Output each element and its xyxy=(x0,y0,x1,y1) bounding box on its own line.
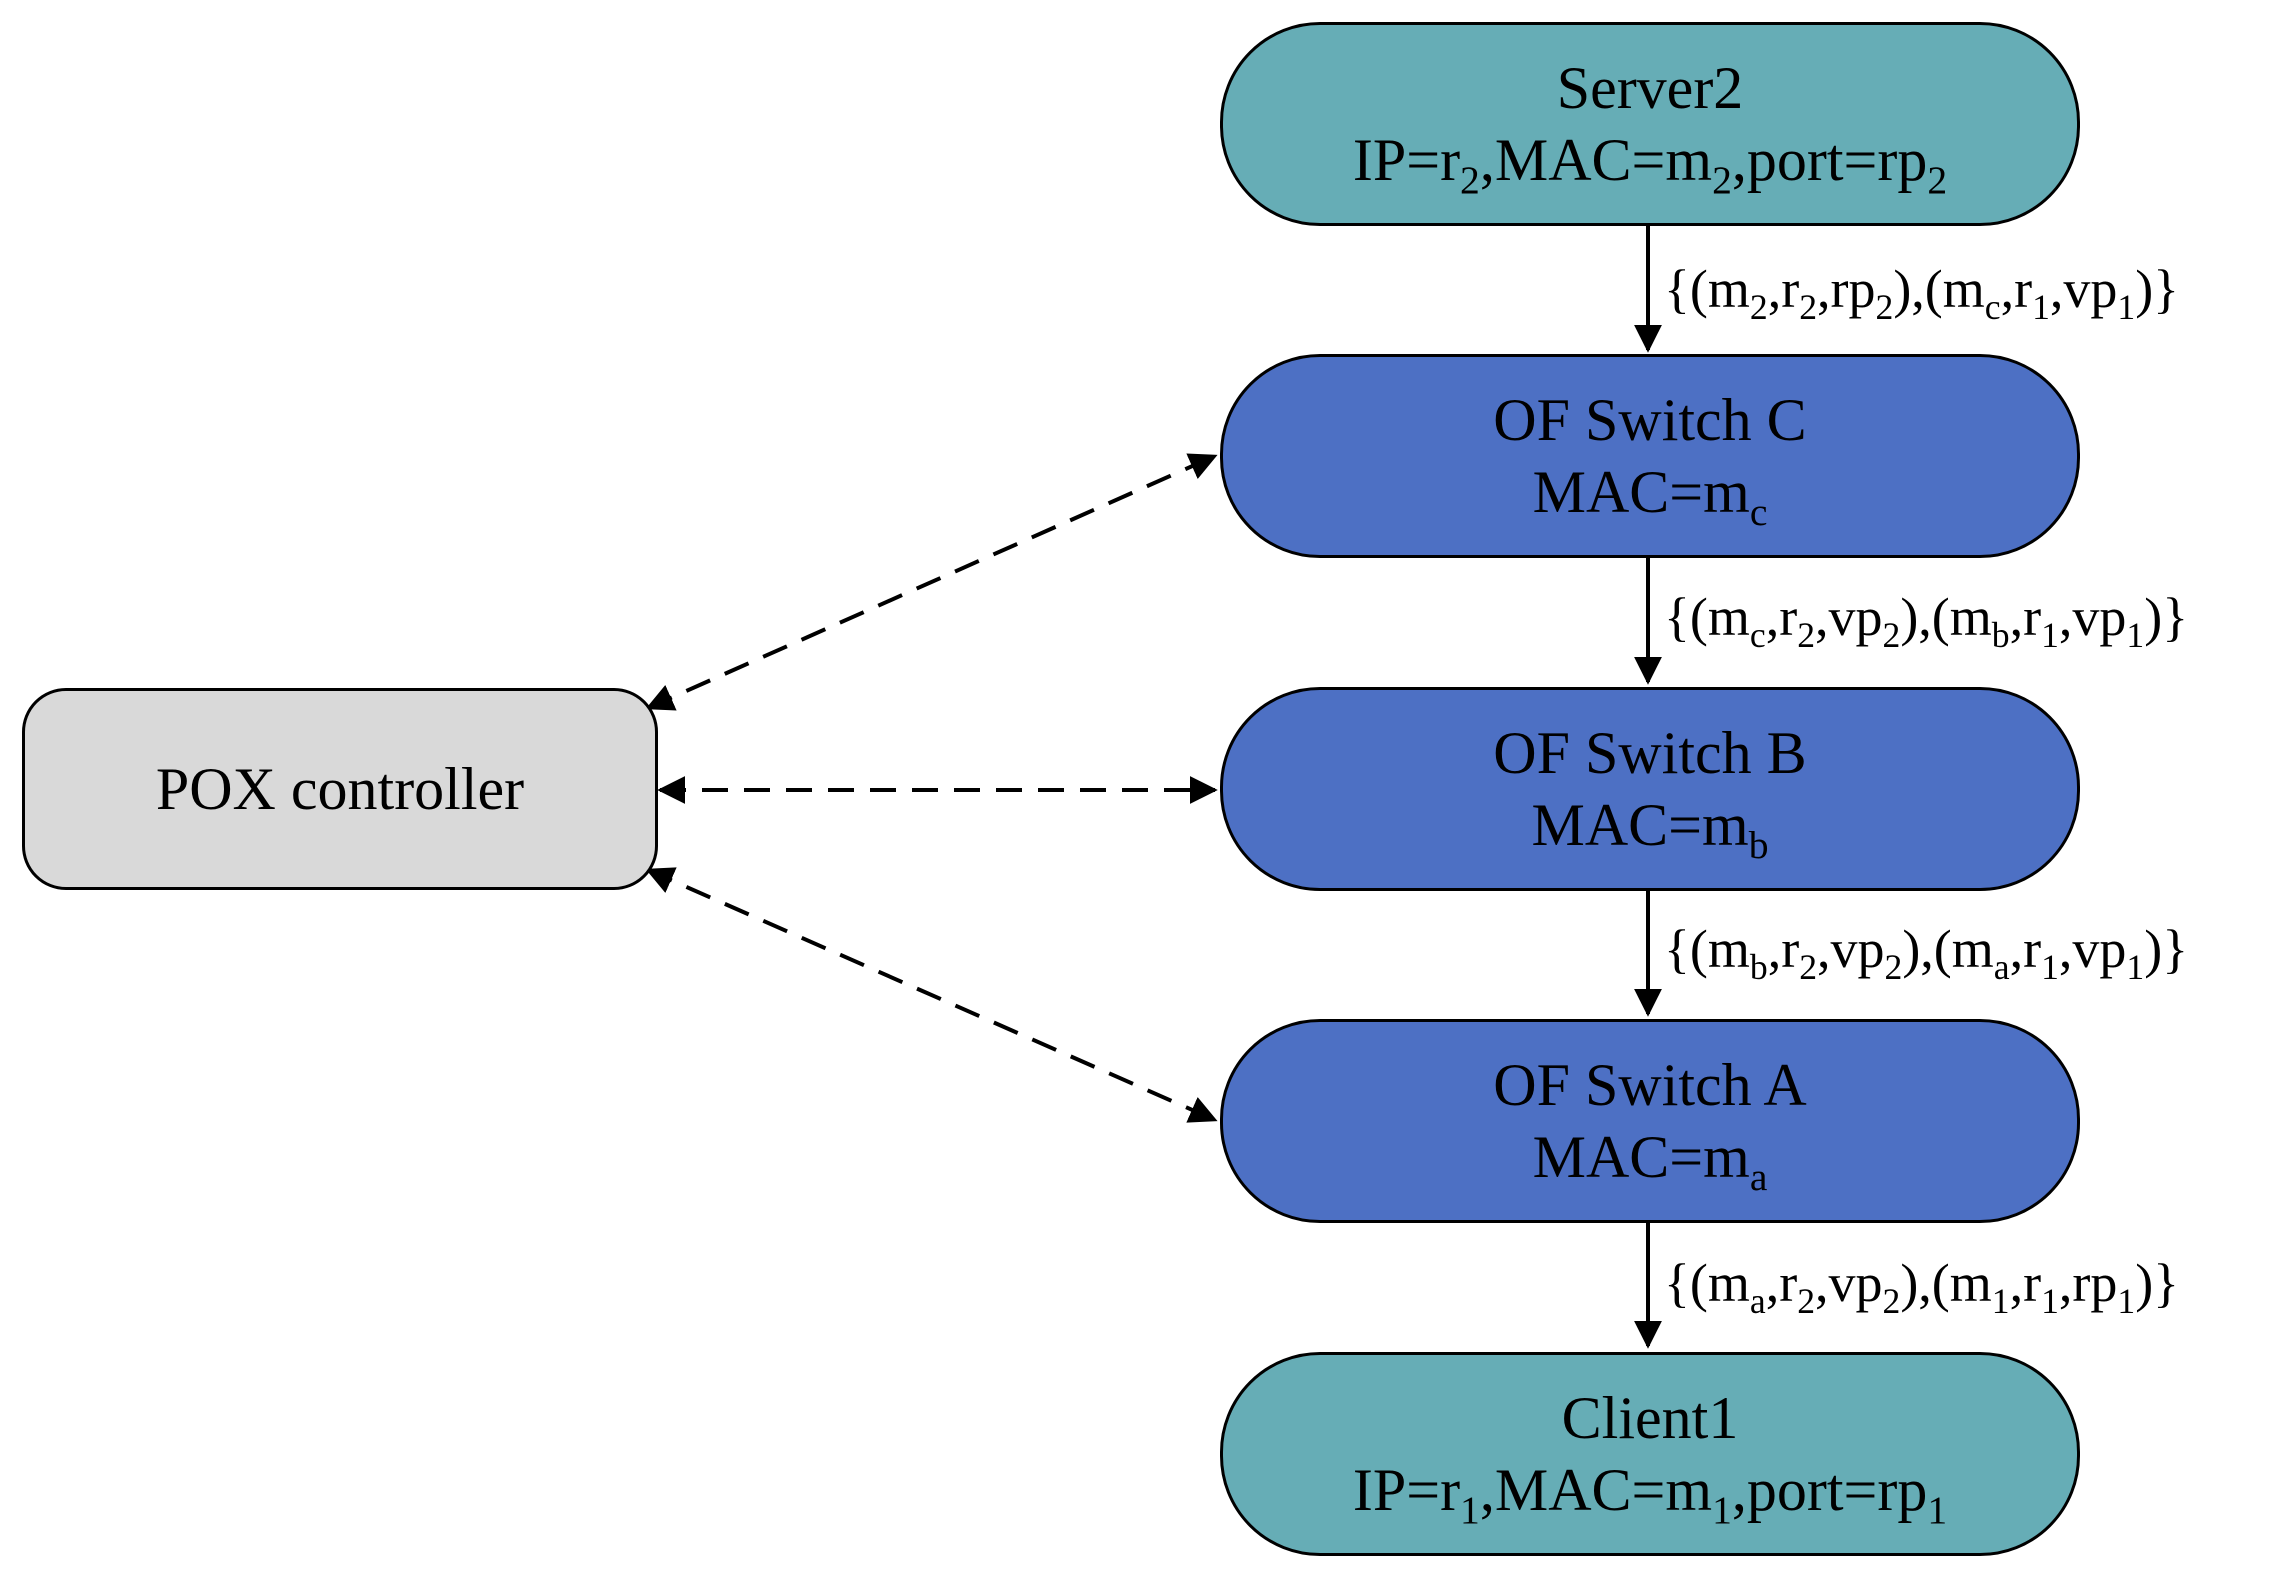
switch-c-mac: MAC=mc xyxy=(1532,459,1768,535)
switch-a-mac: MAC=ma xyxy=(1532,1124,1768,1200)
flow-label-switch-b-to-switch-a: {(mb,r2,vp2),(ma,r1,vp1)} xyxy=(1664,919,2189,987)
client1-name: Client1 xyxy=(1561,1385,1739,1451)
switch-b-node: OF Switch B MAC=mb xyxy=(1220,687,2080,891)
pox-controller-node: POX controller xyxy=(22,688,658,890)
control-link-switch-a xyxy=(645,867,1218,1123)
switch-a-name: OF Switch A xyxy=(1493,1052,1807,1118)
switch-a-node: OF Switch A MAC=ma xyxy=(1220,1019,2080,1223)
server2-node: Server2 IP=r2,MAC=m2,port=rp2 xyxy=(1220,22,2080,226)
flow-label-server-to-switch-c: {(m2,r2,rp2),(mc,r1,vp1)} xyxy=(1664,259,2180,327)
switch-c-name: OF Switch C xyxy=(1493,387,1807,453)
switch-b-mac: MAC=mb xyxy=(1531,792,1769,868)
switch-b-name: OF Switch B xyxy=(1493,720,1807,786)
server2-address: IP=r2,MAC=m2,port=rp2 xyxy=(1352,127,1948,203)
flow-label-switch-c-to-switch-b: {(mc,r2,vp2),(mb,r1,vp1)} xyxy=(1664,587,2189,655)
client1-node: Client1 IP=r1,MAC=m1,port=rp1 xyxy=(1220,1352,2080,1556)
server2-name: Server2 xyxy=(1556,55,1744,121)
flow-label-switch-a-to-client: {(ma,r2,vp2),(m1,r1,rp1)} xyxy=(1664,1253,2180,1321)
client1-address: IP=r1,MAC=m1,port=rp1 xyxy=(1352,1457,1948,1533)
switch-c-node: OF Switch C MAC=mc xyxy=(1220,354,2080,558)
control-link-switch-c xyxy=(645,453,1218,711)
controller-label: POX controller xyxy=(155,756,525,822)
